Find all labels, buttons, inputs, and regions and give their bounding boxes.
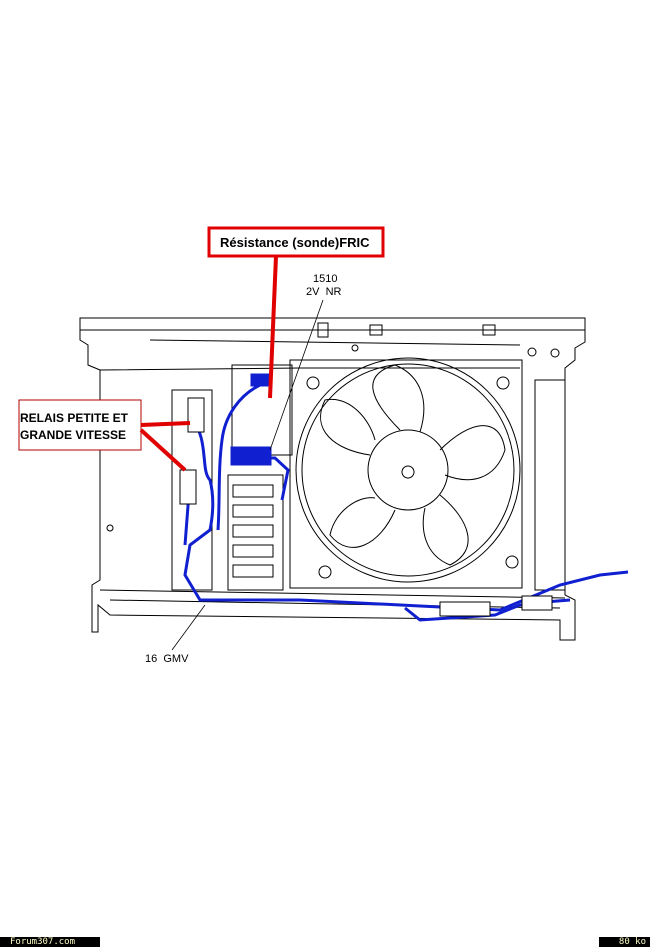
red-annotations (18, 226, 385, 472)
leader-lines (171, 299, 324, 651)
part-code-label: 2V NR (306, 286, 342, 298)
harness-label: 16 GMV (145, 653, 189, 665)
radiator-frame (79, 317, 586, 641)
part-number-label: 1510 (313, 273, 337, 285)
cooling-fan (295, 357, 521, 583)
connector-parts (179, 397, 553, 617)
resistance-label: Résistance (sonde)FRIC (220, 235, 370, 250)
footer-site: Forum307.com (0, 937, 100, 947)
relais-label-line1: RELAIS PETITE ET (20, 411, 129, 425)
relais-label-line2: GRANDE VITESSE (20, 428, 126, 442)
footer-size: 80 ko (599, 937, 650, 947)
